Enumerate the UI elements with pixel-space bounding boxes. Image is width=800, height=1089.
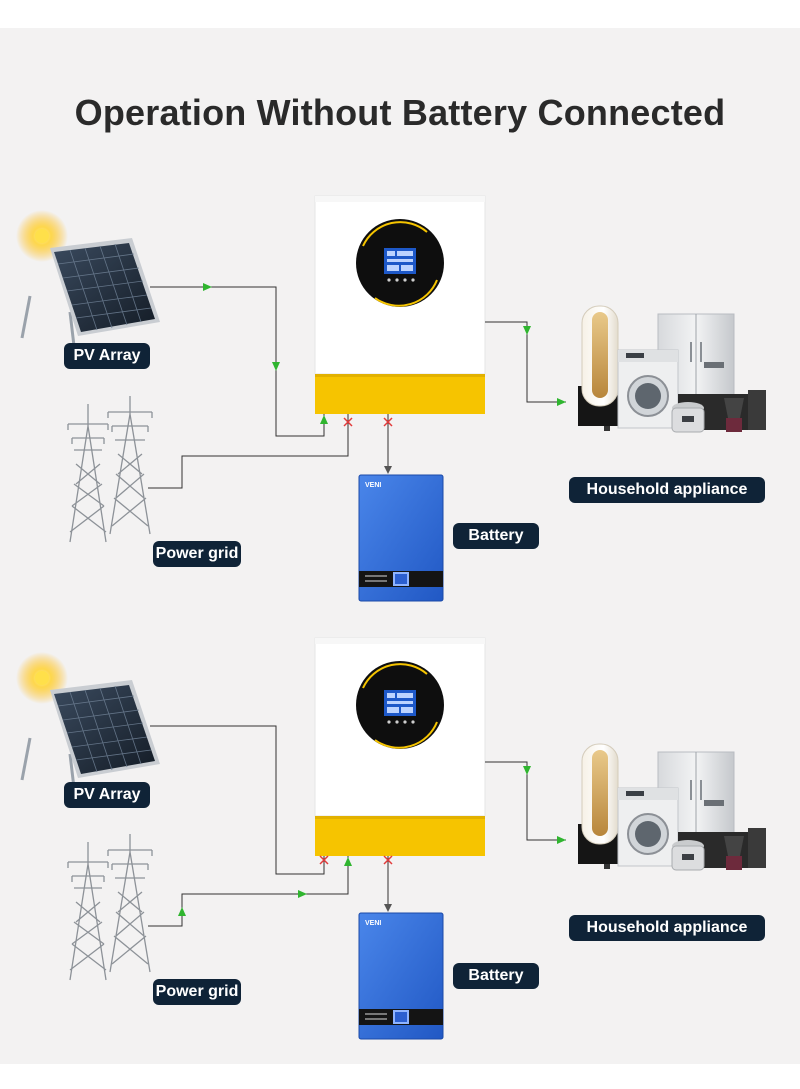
appliances-icon — [577, 305, 767, 433]
battery-icon — [358, 474, 444, 602]
battery-label: Battery — [453, 963, 539, 989]
flow-arrow — [203, 283, 212, 291]
blocked-marker — [343, 417, 353, 427]
solar-panel-icon — [14, 650, 162, 790]
flow-arrow — [272, 362, 280, 371]
power-grid-label: Power grid — [153, 541, 241, 567]
pv-array-label: PV Array — [64, 343, 150, 369]
load-flow-line — [485, 321, 566, 403]
diagram-2 — [14, 637, 767, 1040]
page-title: Operation Without Battery Connected — [74, 92, 726, 133]
battery-label: Battery — [453, 523, 539, 549]
flow-arrow — [523, 326, 531, 335]
battery-flow-line — [384, 856, 392, 912]
pv-flow-line — [150, 725, 325, 875]
grid-flow-line — [148, 414, 349, 489]
inverter-icon — [314, 637, 486, 857]
household-appliance-label: Household appliance — [569, 477, 765, 503]
flow-arrow — [557, 836, 566, 844]
flow-arrow — [298, 890, 307, 898]
blocked-marker — [383, 855, 393, 865]
solar-panel-icon — [14, 208, 162, 348]
appliances-icon — [577, 743, 767, 871]
pylon-icon — [67, 833, 153, 981]
power-grid-label: Power grid — [153, 979, 241, 1005]
flow-arrow — [523, 766, 531, 775]
flow-arrow — [178, 907, 186, 916]
blocked-marker — [383, 417, 393, 427]
household-appliance-label: Household appliance — [569, 915, 765, 941]
pv-array-label: PV Array — [64, 782, 150, 808]
pylon-icon — [67, 395, 153, 543]
flow-arrow — [320, 415, 328, 424]
blocked-marker — [319, 855, 329, 865]
grid-flow-line — [148, 856, 349, 927]
load-flow-line — [485, 761, 566, 841]
flow-arrow — [557, 398, 566, 406]
inverter-icon — [314, 195, 486, 415]
battery-icon — [358, 912, 444, 1040]
flow-arrow — [344, 857, 352, 866]
diagram-1 — [14, 195, 767, 602]
pv-flow-line — [150, 286, 325, 437]
